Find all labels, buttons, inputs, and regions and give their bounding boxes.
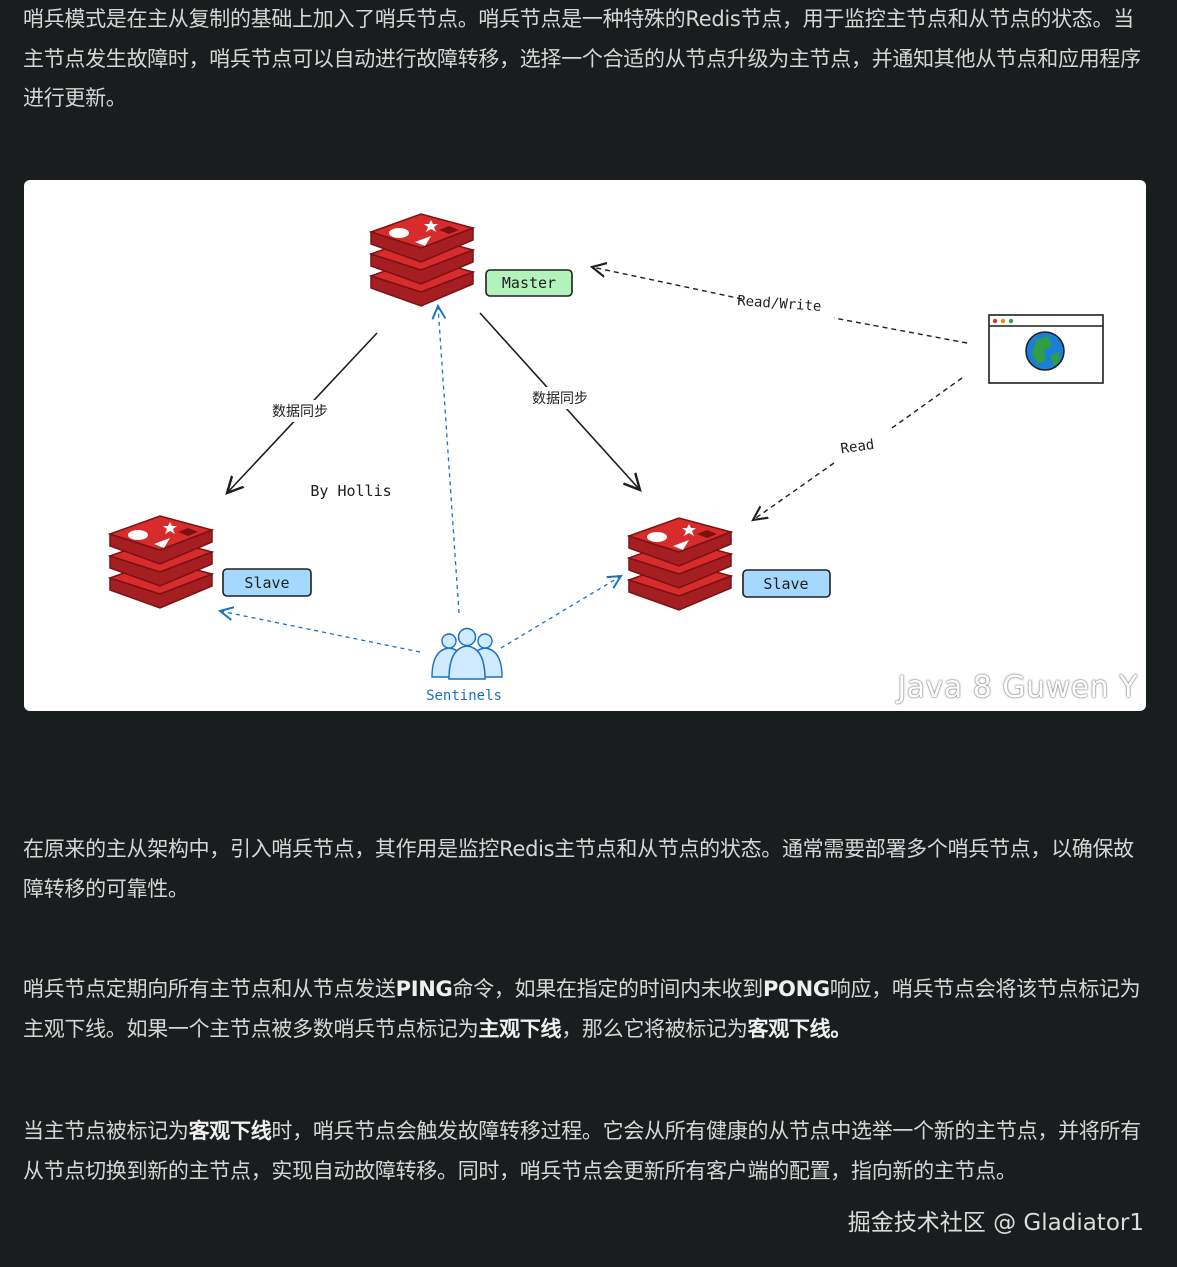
subjective-down-keyword: 主观下线 (478, 1016, 562, 1041)
sync-label-right: 数据同步 (532, 391, 588, 407)
author-credit: By Hollis (310, 482, 391, 500)
master-redis-icon (370, 213, 474, 307)
intro-paragraph: 哨兵模式是在主从复制的基础上加入了哨兵节点。哨兵节点是一种特殊的Redis节点，… (23, 7, 1141, 110)
client-browser-icon (988, 314, 1104, 384)
master-label: Master (502, 274, 556, 292)
read-write-arrow (592, 267, 968, 344)
sentinels-icon (431, 627, 503, 680)
slave-right-redis-icon (628, 517, 732, 611)
master-label-box (485, 269, 573, 297)
sentinel-arrow-left-slave (220, 611, 421, 653)
image-watermark: Java 8 Guwen Y (897, 670, 1138, 705)
slave-right-label-box (742, 569, 831, 598)
read-arrow (753, 377, 963, 520)
ping-keyword: PING (395, 977, 453, 1001)
sync-label-left: 数据同步 (272, 404, 328, 420)
slave-left-redis-icon (109, 515, 213, 609)
sentinels-label: Sentinels (426, 688, 502, 704)
sentinel-arrow-right-slave (500, 576, 621, 649)
pong-keyword: PONG (762, 977, 830, 1001)
paragraph-architecture: 在原来的主从架构中，引入哨兵节点，其作用是监控Redis主节点和从节点的状态。通… (23, 837, 1134, 901)
read-write-label: Read/Write (737, 293, 822, 315)
sentinel-arrow-master (438, 306, 460, 614)
objective-down-keyword: 客观下线 (188, 1119, 272, 1143)
paragraph-ping: 哨兵节点定期向所有主节点和从节点发送PING命令，如果在指定的时间内未收到PON… (23, 977, 1141, 1041)
read-label: Read (840, 437, 876, 458)
slave-left-label: Slave (244, 574, 289, 592)
paragraph-failover: 当主节点被标记为客观下线时，哨兵节点会触发故障转移过程。它会从所有健康的从节点中… (23, 1119, 1141, 1183)
sentinel-architecture-diagram: Master Slave Slave 数据同步 数据同步 Read/Write (24, 180, 1146, 711)
slave-right-label: Slave (763, 575, 808, 593)
objective-down-keyword: 客观下线 (747, 1016, 831, 1041)
footer-watermark: 掘金技术社区 @ Gladiator1 (847, 1210, 1144, 1236)
slave-left-label-box (222, 568, 312, 597)
